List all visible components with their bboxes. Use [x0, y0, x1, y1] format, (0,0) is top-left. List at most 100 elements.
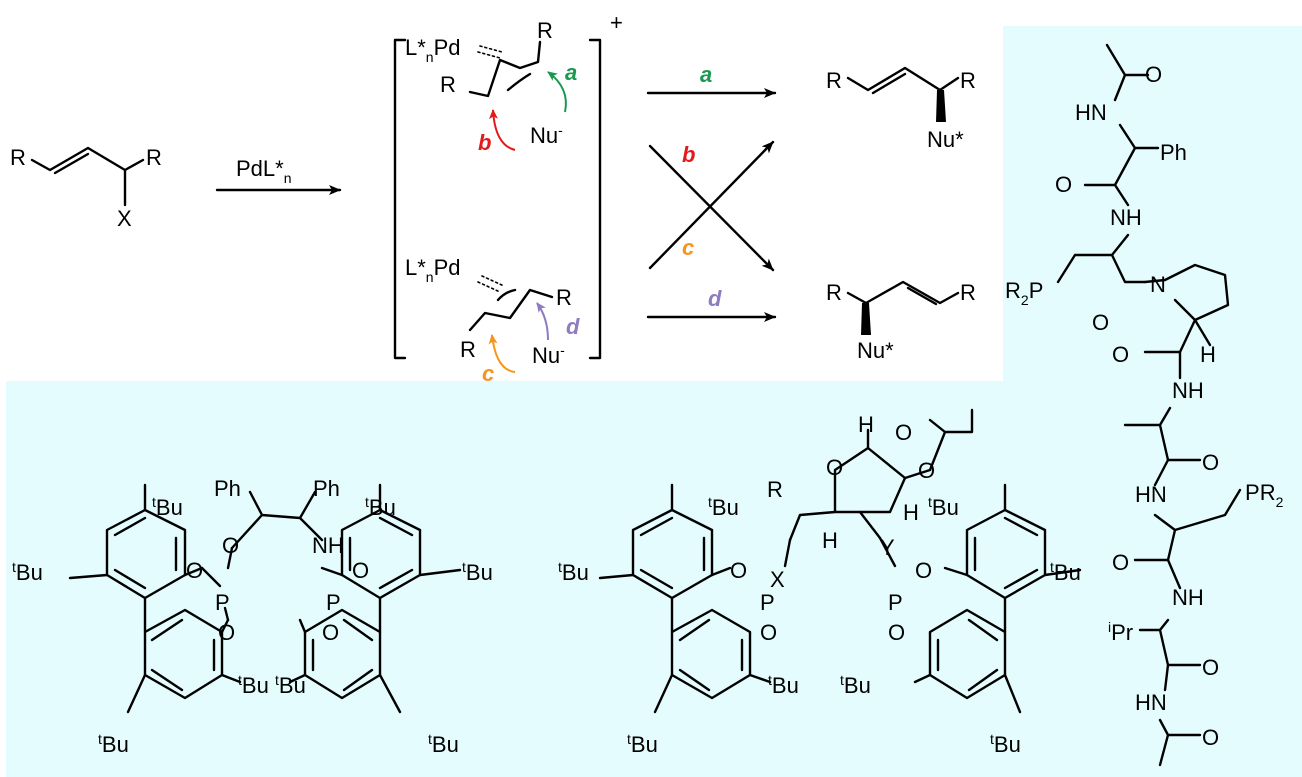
peptide-nh-2: NH: [1172, 378, 1204, 403]
peptide-o-2: O: [1055, 172, 1072, 197]
ligand1-tbu-1: tBu: [152, 494, 183, 520]
product-top-r-left: R: [826, 68, 842, 93]
substrate-leaving-group: X: [117, 206, 132, 231]
pd-label-bottom: L*nPd: [405, 255, 461, 285]
ligand1-tbu-5: tBu: [365, 494, 396, 520]
peptide-o-6: O: [1112, 550, 1129, 575]
ligand2-tbu-2: tBu: [558, 559, 589, 585]
path-label-d-bottom: d: [566, 314, 580, 339]
ligand1-tbu-4: tBu: [98, 731, 129, 757]
peptide-pr2-right: PR2: [1245, 480, 1284, 510]
ligand2-p2: P: [888, 590, 903, 615]
peptide-hn-2: HN: [1135, 482, 1167, 507]
ligand2-tbu-8: tBu: [990, 731, 1021, 757]
ligand2-h-bottom: H: [822, 528, 838, 553]
path-label-b-top: b: [478, 130, 491, 155]
ligand2-tbu-7: tBu: [840, 672, 871, 698]
ligand1-tbu-3: tBu: [238, 672, 269, 698]
ligand1-tbu-7: tBu: [275, 672, 306, 698]
ligand1-ph-left: Ph: [214, 476, 241, 501]
product-top-r-right: R: [960, 68, 976, 93]
ligand2-h-right: H: [903, 500, 919, 525]
substrate-allylic: R R X: [10, 145, 162, 231]
ligand1-nh-link: NH: [312, 533, 344, 558]
ligand2-o-right: O: [918, 458, 935, 483]
ligand2-o1: O: [730, 558, 747, 583]
arrow-label-a: a: [700, 62, 712, 87]
product-top-nu: Nu*: [927, 127, 964, 152]
bottom-complex-r2: R: [460, 337, 476, 362]
peptide-o-5: O: [1202, 450, 1219, 475]
bottom-complex-r1: R: [556, 285, 572, 310]
ligand2-tbu-4: tBu: [627, 731, 658, 757]
bracket-right: [588, 38, 602, 360]
ligand2-o-ring: O: [826, 455, 843, 480]
ligand2-tbu-3: tBu: [768, 672, 799, 698]
peptide-o-8: O: [1202, 725, 1219, 750]
arrow-path-c: [648, 140, 775, 270]
substrate-r-right: R: [146, 145, 162, 170]
top-complex-r1: R: [537, 18, 553, 43]
peptide-hn-3: HN: [1135, 690, 1167, 715]
product-bottom-nu: Nu*: [857, 338, 894, 363]
ligand2-tbu-6: tBu: [1050, 559, 1081, 585]
ligand2-tbu-5: tBu: [928, 494, 959, 520]
ligand1-tbu-2: tBu: [12, 559, 43, 585]
ligand2-x: X: [770, 567, 785, 592]
ligand1-o2: O: [218, 620, 235, 645]
peptide-nh-3: NH: [1172, 585, 1204, 610]
ligand2-y: Y: [880, 535, 895, 560]
bottom-complex-nu: Nu-: [532, 342, 565, 368]
ligand2-o-top: O: [895, 420, 912, 445]
ligand1-o1: O: [186, 558, 203, 583]
peptide-n-pro: N: [1150, 272, 1166, 297]
path-label-c-bottom: c: [482, 361, 494, 386]
arrow-label-d: d: [708, 286, 722, 311]
ligand2-tbu-1: tBu: [708, 494, 739, 520]
ligand2-o4: O: [888, 620, 905, 645]
arrow-label-b: b: [682, 142, 695, 167]
ligand2-o3: O: [915, 558, 932, 583]
peptide-h: H: [1200, 342, 1216, 367]
peptide-ipr: iPr: [1108, 619, 1133, 645]
top-complex-r2: R: [440, 72, 456, 97]
peptide-nh-1: NH: [1110, 205, 1142, 230]
ligand2-p1: P: [760, 590, 775, 615]
ligand-diphosphite-2: R X Y O O O H H H O P O P O O tBu tBu tB…: [558, 408, 1082, 757]
bracket-charge: +: [610, 10, 623, 35]
arrow-path-b: [648, 144, 775, 272]
product-bottom: R R Nu*: [826, 280, 976, 363]
arrow-label-c: c: [682, 235, 694, 260]
peptide-hn-1: HN: [1075, 100, 1107, 125]
pd-label-top: L*nPd: [405, 35, 461, 65]
ligand1-o-link: O: [222, 533, 239, 558]
ligand-panel-background: [6, 26, 1302, 777]
ligand-peptide-diphosphine: O HN Ph O NH R2P N O H O NH O HN PR2 O N…: [1005, 43, 1284, 767]
ligand1-o3: O: [352, 558, 369, 583]
product-bottom-r-right: R: [960, 280, 976, 305]
ligand1-o4: O: [322, 620, 339, 645]
peptide-o-7: O: [1202, 655, 1219, 680]
ligand2-r: R: [767, 477, 783, 502]
peptide-pr2-left: R2P: [1005, 278, 1043, 308]
path-label-a-top: a: [565, 60, 577, 85]
ligand2-o2: O: [760, 620, 777, 645]
peptide-o-1: O: [1145, 62, 1162, 87]
ligand1-p2: P: [326, 590, 341, 615]
product-bottom-r-left: R: [826, 280, 842, 305]
product-top: R R Nu*: [826, 66, 976, 152]
ligand1-tbu-8: tBu: [428, 731, 459, 757]
reagent-label: PdL*n: [236, 156, 292, 186]
ligand1-ph-right: Ph: [313, 476, 340, 501]
pi-allyl-complex-bottom: L*nPd R R Nu- d c: [405, 255, 580, 386]
substrate-r-left: R: [10, 145, 26, 170]
peptide-o-4: O: [1112, 342, 1129, 367]
top-complex-nu: Nu-: [530, 122, 563, 148]
ligand1-p1: P: [215, 590, 230, 615]
peptide-ph: Ph: [1160, 140, 1187, 165]
ligand2-h-top: H: [858, 412, 874, 437]
ligand1-tbu-6: tBu: [462, 559, 493, 585]
bracket-left: [393, 38, 407, 360]
peptide-o-3: O: [1092, 310, 1109, 335]
